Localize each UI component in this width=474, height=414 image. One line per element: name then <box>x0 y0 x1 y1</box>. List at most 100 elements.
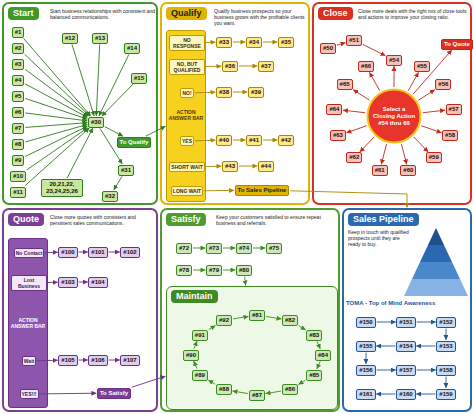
box-label: #160 <box>399 391 412 397</box>
step-number: #9 <box>12 155 25 166</box>
connector <box>79 252 88 253</box>
step-number: #55 <box>414 61 430 72</box>
connector <box>414 137 428 152</box>
connector <box>40 393 97 395</box>
connector <box>239 66 257 67</box>
step-number: #11 <box>10 187 26 198</box>
connector <box>253 248 265 249</box>
step-number: #34 <box>246 37 262 48</box>
caption-label: TOMA - Top of Mind Awareness <box>346 300 468 307</box>
step-number: #87 <box>249 390 265 401</box>
step-number: #7 <box>12 123 25 134</box>
connector <box>109 252 120 253</box>
box-label: #60 <box>403 167 413 173</box>
step-number: #83 <box>306 330 322 341</box>
step-number: #43 <box>222 161 238 172</box>
box-label: #7 <box>15 125 22 131</box>
box-label: #159 <box>439 391 452 397</box>
box-label: #56 <box>438 81 448 87</box>
box-label: #84 <box>318 352 328 358</box>
connector <box>417 370 436 371</box>
step-number: #81 <box>249 310 265 321</box>
answer-label: Lost Business <box>18 277 40 289</box>
box-label: #91 <box>195 332 205 338</box>
answer-label: YES <box>182 138 192 144</box>
box-label: #72 <box>179 245 189 251</box>
step-number: #104 <box>88 277 107 288</box>
stage-description: Keep your customers satisfied to ensure … <box>216 214 338 226</box>
box-label: #90 <box>186 352 196 358</box>
connector <box>421 126 441 133</box>
step-number: #107 <box>120 355 139 366</box>
step-number: #75 <box>266 243 282 254</box>
answer-option: YES!!! <box>20 389 39 399</box>
answer-option: Lost Business <box>11 275 47 291</box>
box-label: #161 <box>359 391 372 397</box>
answer-option: NO RESPONSE <box>169 35 205 51</box>
box-label: #33 <box>219 39 229 45</box>
answer-bar: NO RESPONSE NO, BUT QUALIFIED NO! YES SHORT … <box>166 30 206 202</box>
connector <box>381 144 386 164</box>
box-label: #151 <box>399 319 412 325</box>
connector <box>416 346 435 347</box>
box-label: #66 <box>361 63 371 69</box>
connector <box>206 166 222 167</box>
pyramid-layer <box>412 262 460 279</box>
box-label: #155 <box>359 343 372 349</box>
box-label: #36 <box>225 63 235 69</box>
connector <box>298 380 305 384</box>
exit-arrow-box: To Quote <box>441 39 473 50</box>
step-number: #32 <box>102 191 118 202</box>
box-label: #78 <box>179 267 189 273</box>
box-label: #13 <box>95 35 105 41</box>
step-number: #90 <box>183 350 199 361</box>
pyramid-layer <box>420 245 452 262</box>
connector <box>445 329 446 341</box>
answer-label: NO! <box>182 90 191 96</box>
connector <box>416 394 435 395</box>
box-label: #104 <box>91 279 104 285</box>
box-label: #35 <box>281 39 291 45</box>
answer-option: NO, BUT QUALIFIED <box>169 59 205 75</box>
box-label: #102 <box>123 249 136 255</box>
connector <box>299 326 306 330</box>
connector <box>194 341 197 349</box>
box-label: #42 <box>281 137 291 143</box>
step-number: #8 <box>12 139 25 150</box>
step-number: #35 <box>278 37 294 48</box>
box-label: #105 <box>61 357 74 363</box>
box-label: #106 <box>91 357 104 363</box>
step-number: #59 <box>426 152 442 163</box>
box-label: #39 <box>251 89 261 95</box>
connector <box>204 190 234 191</box>
connector <box>266 316 282 319</box>
box-label: #4 <box>15 77 22 83</box>
step-number: #60 <box>400 165 416 176</box>
connector <box>233 92 247 93</box>
stage-panel: #72#73#74#75#78#79#80#81#82#83#84#85#86#… <box>160 208 340 412</box>
step-number: #65 <box>337 79 353 90</box>
step-number: #2 <box>12 43 25 54</box>
step-number: #84 <box>315 350 331 361</box>
answer-label: NO RESPONSE <box>173 37 201 49</box>
pyramid-layer <box>404 279 468 296</box>
box-label: #65 <box>340 81 350 87</box>
stage-heading: Qualify <box>166 7 207 20</box>
box-label: #156 <box>359 367 372 373</box>
connector <box>194 361 197 369</box>
step-number: #42 <box>278 135 294 146</box>
connector <box>146 126 166 136</box>
step-number: #64 <box>326 104 342 115</box>
box-label: To Qualify <box>120 139 149 145</box>
connector <box>376 394 395 395</box>
step-number: #151 <box>396 317 415 328</box>
answer-option: SHORT WAIT <box>169 162 204 172</box>
connector <box>265 391 281 394</box>
step-number: #78 <box>176 265 192 276</box>
connector <box>99 54 129 116</box>
step-number: #152 <box>436 317 455 328</box>
box-label: #64 <box>329 106 339 112</box>
connector <box>393 66 394 87</box>
connector <box>23 38 90 116</box>
